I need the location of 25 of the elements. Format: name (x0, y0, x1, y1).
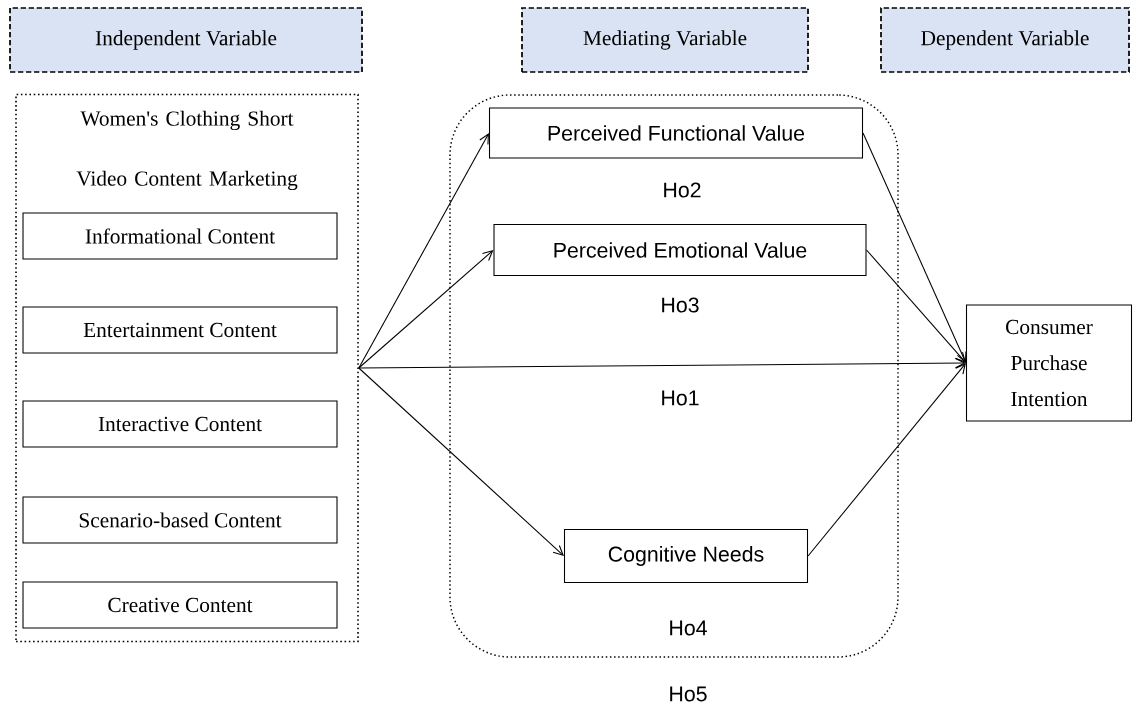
arrow (862, 132, 967, 363)
hypothesis-label: Ho2 (664, 182, 701, 198)
variable-box: Cognitive Needs (563, 528, 809, 584)
content-box: Informational Content (22, 212, 338, 260)
hypothesis-label: Ho5 (670, 686, 707, 702)
arrow (358, 250, 494, 369)
hypothesis-label: Ho4 (670, 620, 707, 636)
arrow (358, 367, 564, 556)
content-box: Entertainment Content (22, 306, 338, 354)
arrow (358, 357, 966, 369)
arrow (358, 133, 489, 369)
hypothesis-label: Ho1 (662, 390, 699, 406)
arrow (807, 363, 966, 557)
variable-box: Consumer Purchase Intention (965, 304, 1133, 422)
rounded-group-box (449, 94, 899, 658)
content-box: Creative Content (22, 581, 338, 629)
variable-box: Perceived Emotional Value (493, 223, 867, 277)
hypothesis-label: Ho3 (662, 297, 699, 313)
header-box: Dependent Variable (880, 7, 1130, 73)
variable-box: Perceived Functional Value (488, 107, 864, 159)
header-box: Independent Variable (9, 7, 363, 73)
arrow (866, 249, 966, 363)
content-box: Interactive Content (22, 400, 338, 448)
header-box: Mediating Variable (521, 7, 809, 73)
content-box: Scenario-based Content (22, 496, 338, 544)
